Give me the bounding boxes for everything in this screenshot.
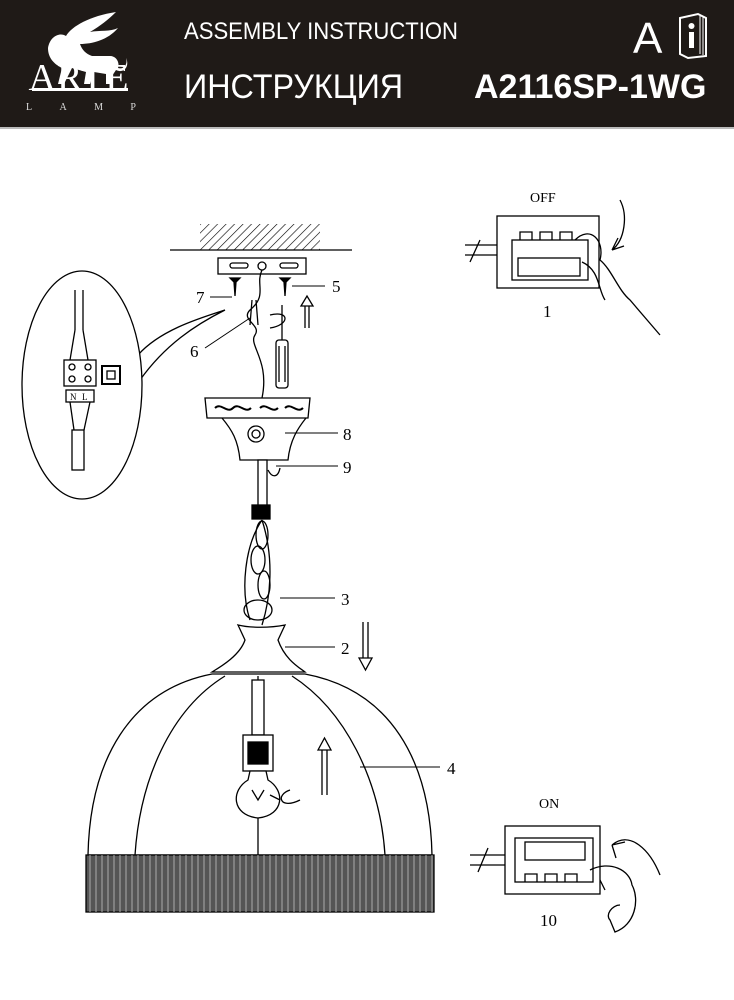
screw-icon bbox=[228, 277, 292, 297]
rotate-arrow-icon bbox=[269, 789, 301, 805]
part-label-8: 8 bbox=[343, 425, 352, 444]
part-label-4: 4 bbox=[447, 759, 456, 778]
switch-off-illustration bbox=[465, 199, 661, 336]
switch-off-label: OFF bbox=[530, 191, 556, 206]
brand-name: ARTE bbox=[28, 57, 130, 99]
part-label-2: 2 bbox=[341, 639, 350, 658]
brand-letter: M bbox=[94, 102, 104, 113]
ceiling bbox=[170, 224, 352, 251]
brand-letter: A bbox=[59, 102, 67, 113]
arrow-down-icon bbox=[357, 622, 374, 672]
terminal-n: N bbox=[70, 392, 77, 402]
rod bbox=[251, 459, 281, 520]
part-label-7: 7 bbox=[196, 288, 205, 307]
brand-letter: L bbox=[26, 102, 33, 113]
canopy bbox=[204, 397, 311, 461]
arrow-up-icon bbox=[316, 736, 333, 795]
switch-on-illustration bbox=[470, 825, 661, 933]
model-number: A2116SP-1WG bbox=[474, 68, 707, 106]
info-book-icon bbox=[679, 12, 707, 60]
title-english: ASSEMBLY INSTRUCTION bbox=[184, 18, 459, 45]
switch-on-label: ON bbox=[539, 797, 559, 812]
brand-subtitle: L A M P bbox=[26, 102, 136, 113]
leader-lines bbox=[204, 285, 440, 768]
part-label-5: 5 bbox=[332, 277, 341, 296]
step-10-label: 10 bbox=[540, 911, 557, 930]
terminal-block bbox=[249, 299, 259, 326]
wire-loop bbox=[269, 313, 286, 329]
step-1-label: 1 bbox=[543, 302, 552, 321]
brand-letter: P bbox=[130, 102, 136, 113]
supply-wire bbox=[246, 269, 265, 399]
shade-cap bbox=[209, 624, 307, 673]
winged-lion-logo-icon bbox=[32, 12, 128, 91]
arrow-up-icon bbox=[299, 294, 315, 328]
header-banner: ARTE L A M P ASSEMBLY INSTRUCTION ИНСТРУ… bbox=[0, 0, 734, 129]
mounting-bracket bbox=[217, 257, 307, 275]
part-label-6: 6 bbox=[190, 342, 199, 361]
bulb-socket bbox=[242, 679, 274, 772]
part-label-3: 3 bbox=[341, 590, 350, 609]
title-russian: ИНСТРУКЦИЯ bbox=[184, 68, 404, 106]
connector-inset: N L bbox=[21, 270, 226, 500]
terminal-l: L bbox=[82, 392, 88, 402]
chain bbox=[243, 519, 273, 626]
part-label-9: 9 bbox=[343, 458, 352, 477]
screwdriver-icon bbox=[275, 305, 289, 389]
language-letter: A bbox=[633, 14, 663, 63]
light-bulb-icon bbox=[235, 770, 281, 819]
